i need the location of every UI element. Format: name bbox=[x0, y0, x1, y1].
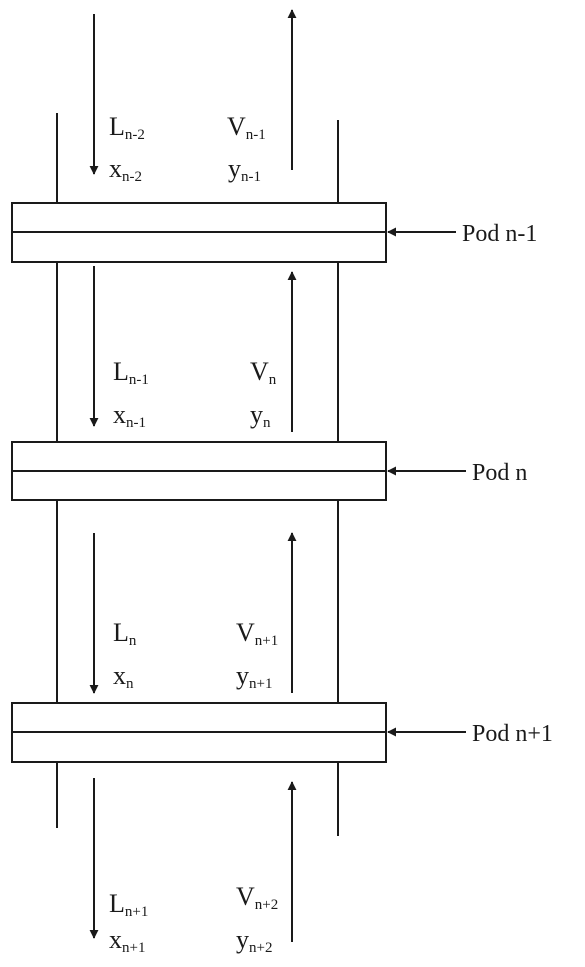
vapor-fraction-label: yn bbox=[250, 400, 271, 431]
tray-3-label: Pod n+1 bbox=[472, 721, 553, 747]
vapor-fraction-label: yn+1 bbox=[236, 661, 272, 692]
liquid-flow-label: Ln-1 bbox=[113, 357, 149, 388]
liquid-flow-label: Ln-2 bbox=[109, 112, 145, 143]
vapor-flow-label: Vn+2 bbox=[236, 882, 278, 913]
vapor-fraction-label: yn+2 bbox=[236, 925, 272, 956]
tray-1 bbox=[11, 202, 387, 263]
vapor-flow-label: Vn bbox=[250, 357, 277, 388]
liquid-fraction-label: xn bbox=[113, 661, 134, 692]
liquid-fraction-label: xn+1 bbox=[109, 925, 145, 956]
tray-1-label: Pod n-1 bbox=[462, 221, 537, 247]
tray-3 bbox=[11, 702, 387, 763]
tray-2-label: Pod n bbox=[472, 460, 527, 486]
liquid-flow-label: Ln bbox=[113, 618, 137, 649]
tray-2 bbox=[11, 441, 387, 501]
liquid-fraction-label: xn-1 bbox=[113, 400, 146, 431]
column-walls bbox=[56, 113, 339, 836]
vapor-flow-label: Vn-1 bbox=[227, 112, 266, 143]
liquid-flow-label: Ln+1 bbox=[109, 889, 148, 920]
vapor-flow-label: Vn+1 bbox=[236, 618, 278, 649]
liquid-fraction-label: xn-2 bbox=[109, 154, 142, 185]
vapor-fraction-label: yn-1 bbox=[228, 154, 261, 185]
